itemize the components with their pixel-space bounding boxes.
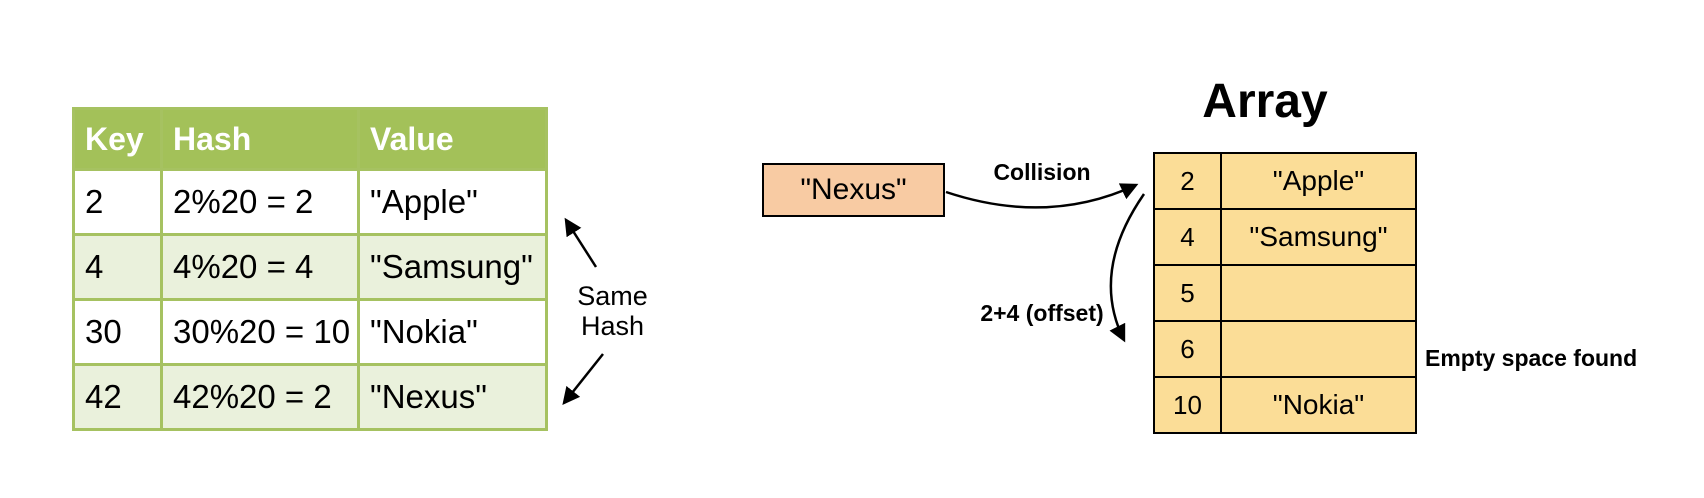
value-cell: "Nexus" (357, 363, 548, 431)
value-cell: "Nokia" (357, 298, 548, 366)
array-value-cell (1220, 320, 1417, 378)
same-hash-arrow-lower (562, 353, 604, 406)
array-row: 4 "Samsung" (1153, 208, 1417, 266)
hash-table-row: 2 2%20 = 2 "Apple" (72, 168, 548, 236)
hash-table-header-row: Key Hash Value (72, 107, 548, 171)
hash-cell: 2%20 = 2 (160, 168, 360, 236)
hash-cell: 42%20 = 2 (160, 363, 360, 431)
array-index-cell: 5 (1153, 264, 1222, 322)
array-value-cell: "Samsung" (1220, 208, 1417, 266)
hash-table-row: 42 42%20 = 2 "Nexus" (72, 363, 548, 431)
value-cell: "Samsung" (357, 233, 548, 301)
same-hash-label: Same Hash (560, 281, 665, 341)
hash-table-row: 30 30%20 = 10 "Nokia" (72, 298, 548, 366)
array-value-cell: "Apple" (1220, 152, 1417, 210)
key-cell: 4 (72, 233, 163, 301)
array-index-cell: 4 (1153, 208, 1222, 266)
array-title: Array (1202, 75, 1328, 128)
hash-table: Key Hash Value 2 2%20 = 2 "Apple" 4 4%20… (72, 107, 548, 431)
same-hash-line1: Same (577, 281, 648, 311)
array-value-cell (1220, 264, 1417, 322)
array-row: 10 "Nokia" (1153, 376, 1417, 434)
collision-arrow (945, 183, 1139, 209)
key-cell: 42 (72, 363, 163, 431)
nexus-box: "Nexus" (762, 163, 945, 217)
hash-table-header-value: Value (357, 107, 548, 171)
offset-label: 2+4 (offset) (980, 300, 1104, 326)
array-index-cell: 2 (1153, 152, 1222, 210)
array-row: 5 (1153, 264, 1417, 322)
empty-space-label: Empty space found (1425, 345, 1638, 371)
hash-table-header-key: Key (72, 107, 163, 171)
hash-table-row: 4 4%20 = 4 "Samsung" (72, 233, 548, 301)
array-index-cell: 6 (1153, 320, 1222, 378)
array-table: 2 "Apple" 4 "Samsung" 5 6 10 "Nokia" (1153, 152, 1417, 434)
offset-arrow (1109, 193, 1146, 343)
nexus-box-label: "Nexus" (800, 173, 907, 206)
collision-label: Collision (993, 159, 1091, 185)
same-hash-line2: Hash (580, 311, 645, 341)
key-cell: 2 (72, 168, 163, 236)
array-row: 6 (1153, 320, 1417, 378)
hash-cell: 30%20 = 10 (160, 298, 360, 366)
array-index-cell: 10 (1153, 376, 1222, 434)
value-cell: "Apple" (357, 168, 548, 236)
hash-table-header-hash: Hash (160, 107, 360, 171)
array-row: 2 "Apple" (1153, 152, 1417, 210)
key-cell: 30 (72, 298, 163, 366)
same-hash-arrow-upper (564, 217, 598, 268)
array-value-cell: "Nokia" (1220, 376, 1417, 434)
hash-cell: 4%20 = 4 (160, 233, 360, 301)
